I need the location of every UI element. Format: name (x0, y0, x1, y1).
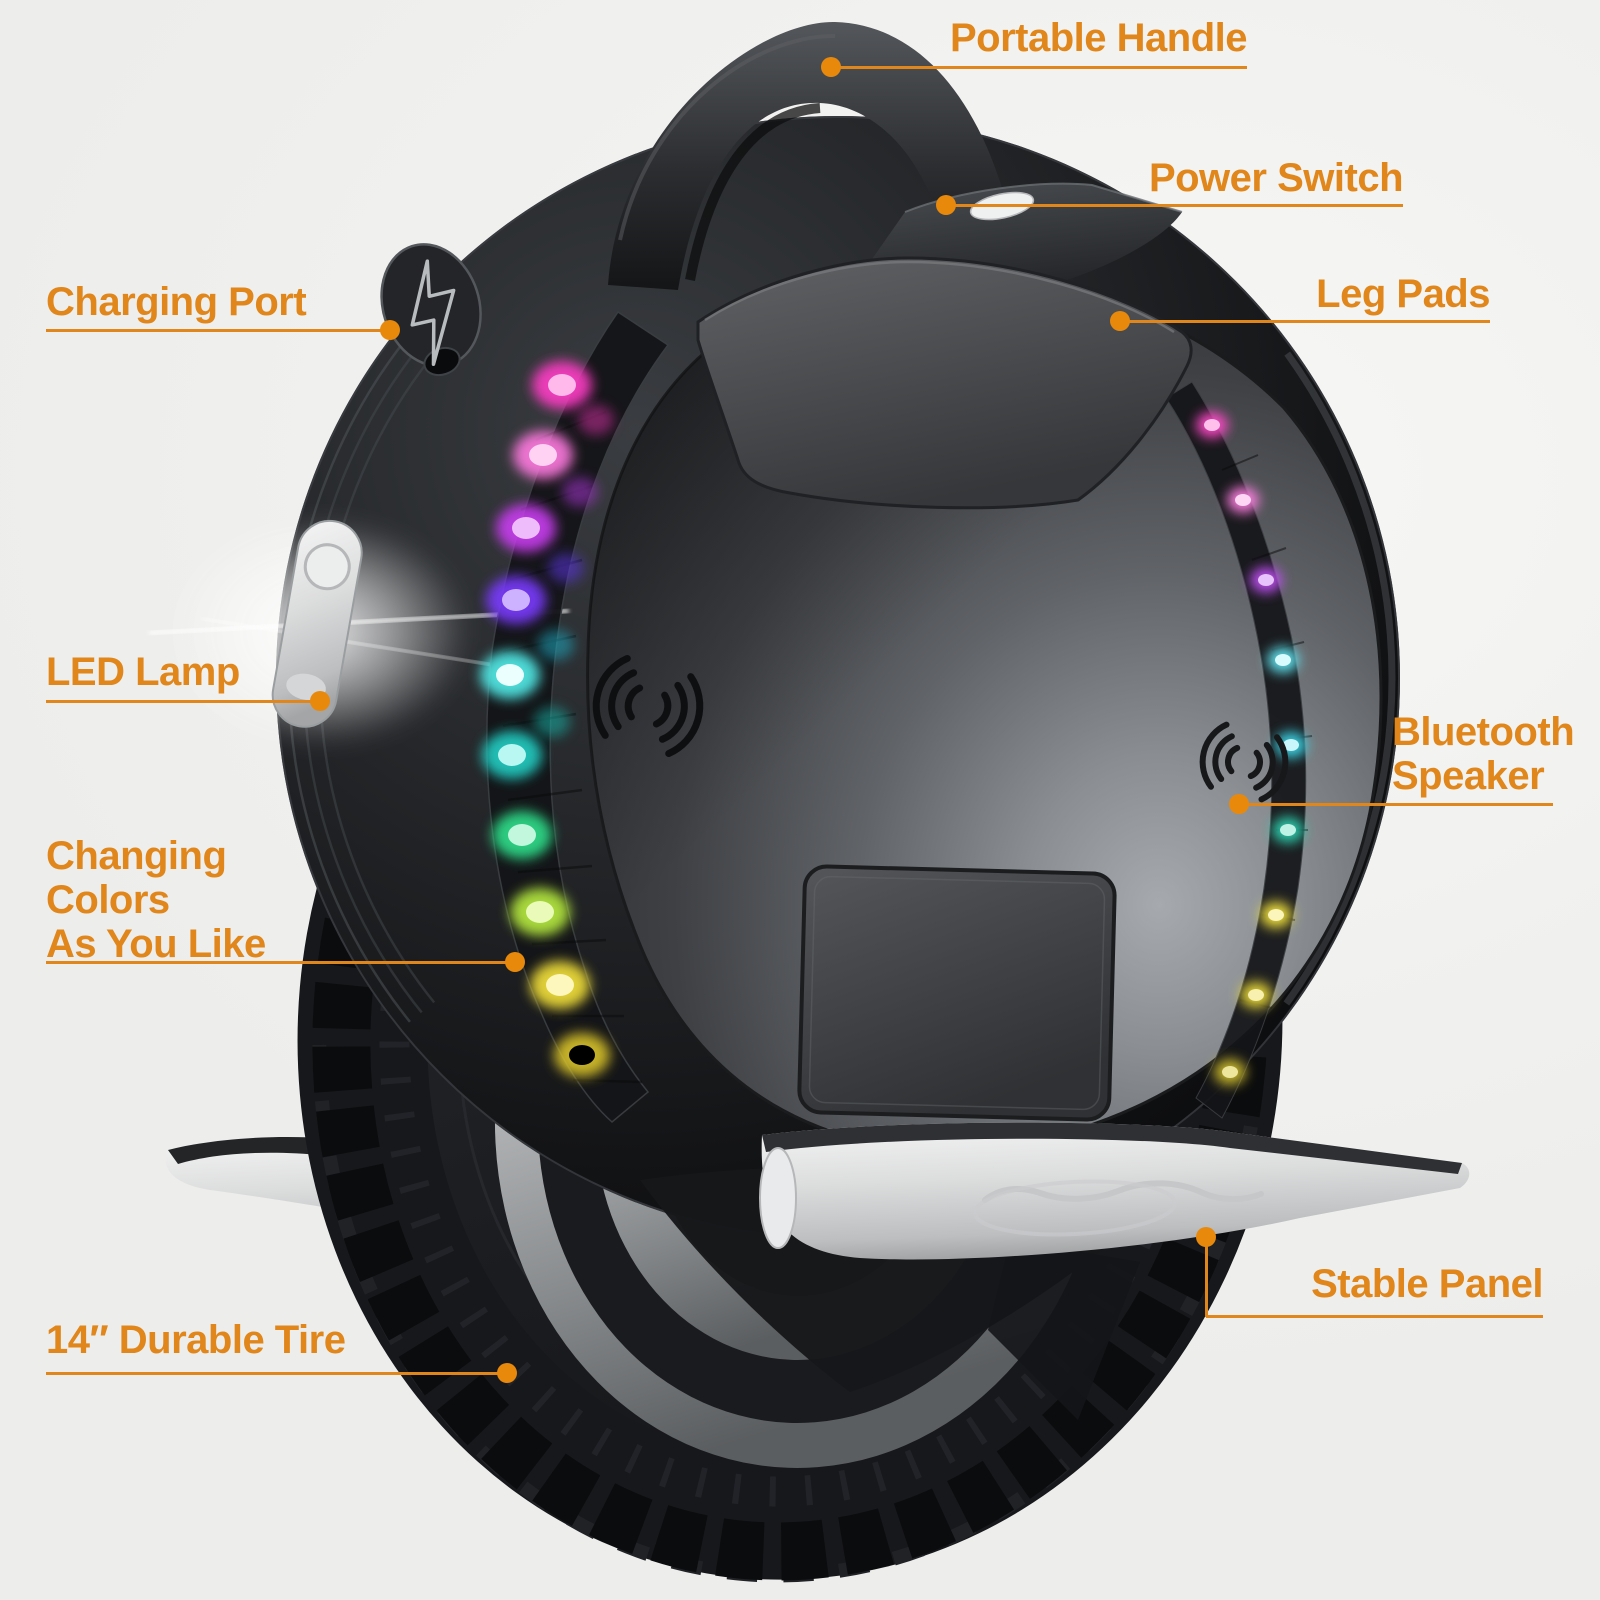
lamp-lens (303, 543, 351, 591)
callout-label-changing-colors: Changing Colors As You Like (46, 834, 266, 966)
callout-line (1239, 803, 1553, 806)
callout-line (1206, 1315, 1543, 1318)
callout-dot (497, 1363, 517, 1383)
callout-line (46, 329, 390, 332)
callout-line (831, 66, 1247, 69)
pedal-logo-emboss (982, 1180, 1264, 1203)
callout-line (946, 204, 1403, 207)
callout-dot (1110, 311, 1130, 331)
lightning-icon (410, 259, 456, 367)
callout-label-bluetooth-speaker: Bluetooth Speaker (1392, 710, 1575, 798)
callout-label-led-lamp: LED Lamp (46, 650, 240, 694)
callout-dot (505, 952, 525, 972)
rgb-leds (480, 361, 614, 1077)
callout-label-portable-handle: Portable Handle (949, 16, 1248, 60)
front-face (586, 273, 1383, 1152)
speaker-icon-right (1199, 721, 1289, 803)
callout-dot (1196, 1227, 1216, 1247)
callout-label-charging-port: Charging Port (46, 280, 307, 324)
leg-pad-upper (696, 256, 1193, 510)
callout-label-stable-panel: Stable Panel (1311, 1262, 1543, 1306)
callout-line-vertical (1205, 1237, 1208, 1317)
callout-dot (310, 691, 330, 711)
led-strip-left (480, 310, 670, 1123)
callout-line (46, 1372, 507, 1375)
callout-label-power-switch: Power Switch (1148, 156, 1404, 200)
charging-port (380, 243, 482, 377)
callout-line (46, 961, 515, 964)
callout-dot (1229, 794, 1249, 814)
carry-handle (608, 21, 1022, 290)
callout-line (46, 700, 320, 703)
speaker-icon-left (592, 654, 704, 758)
callout-dot (380, 320, 400, 340)
callout-dot (936, 195, 956, 215)
right-pedal (759, 1122, 1470, 1260)
callout-dot (821, 57, 841, 77)
callout-line (1120, 320, 1490, 323)
leg-pad-lower (797, 864, 1117, 1122)
callout-label-leg-pads: Leg Pads (1316, 272, 1490, 316)
led-lamp (149, 517, 569, 747)
callout-label-durable-tire: 14″ Durable Tire (46, 1318, 346, 1362)
